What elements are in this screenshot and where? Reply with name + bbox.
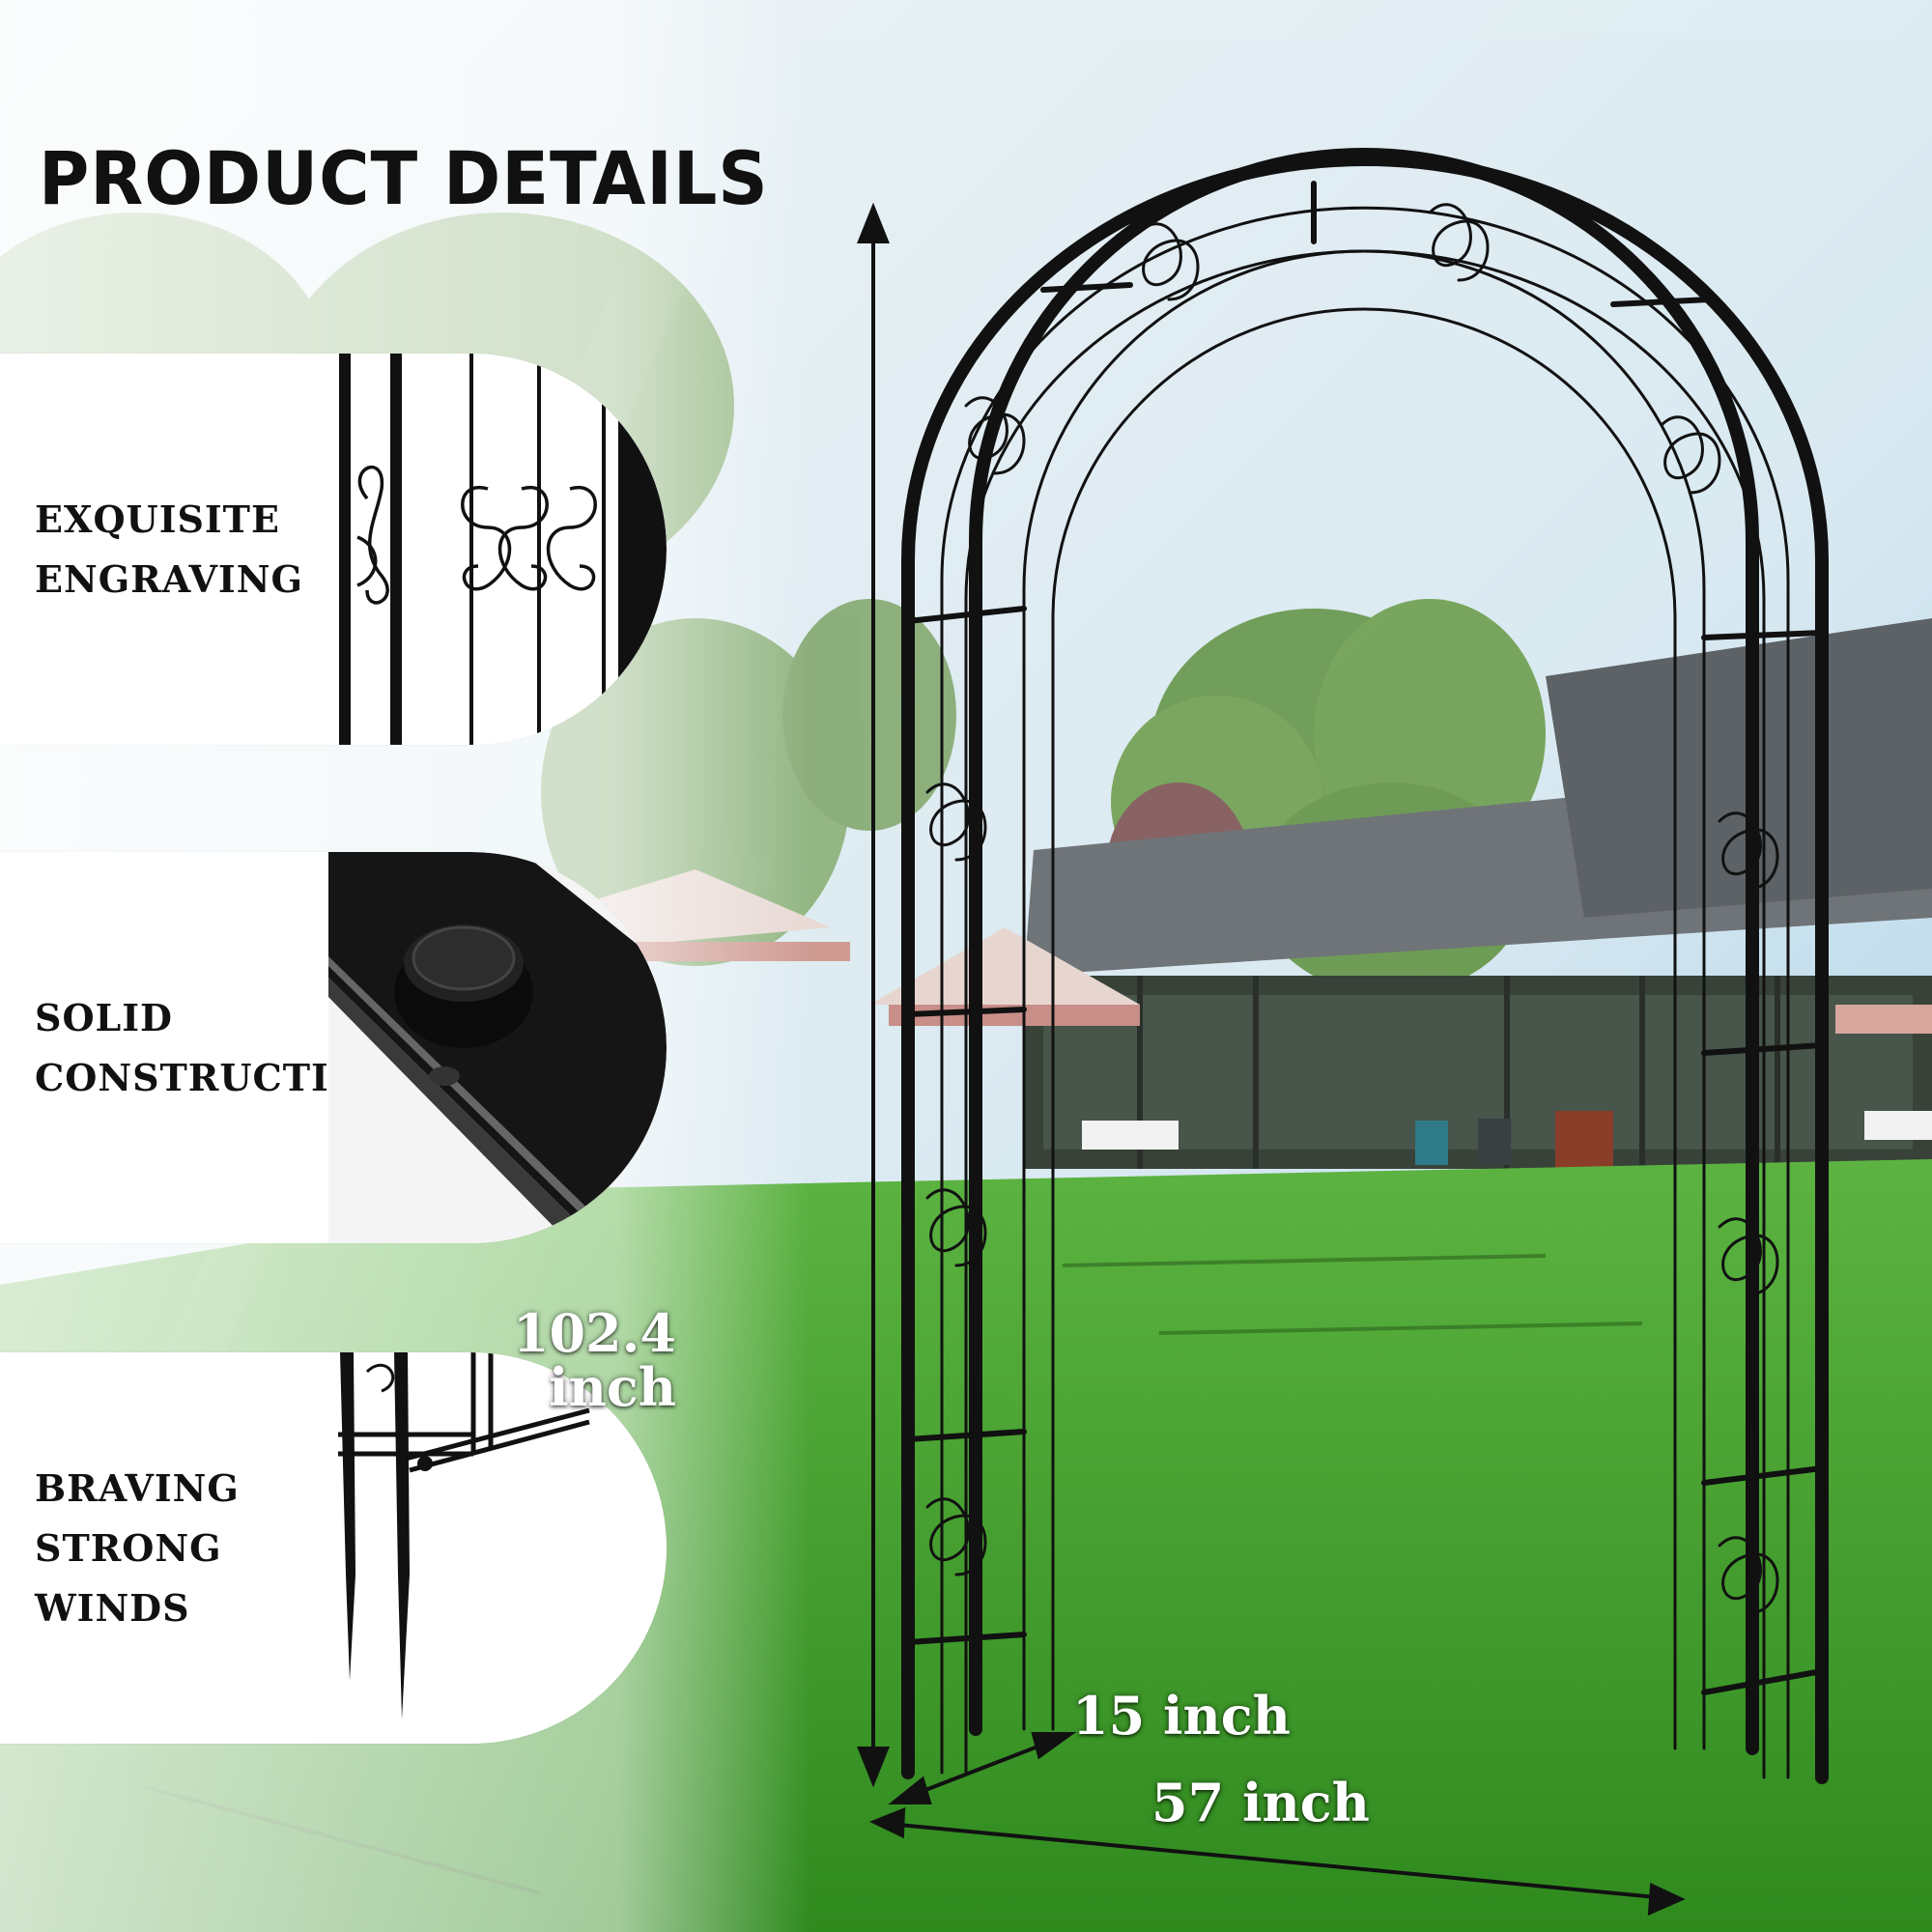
width-dimension-label: 57 inch — [1151, 1772, 1370, 1833]
dimension-arrows — [857, 202, 1686, 1917]
feature-panel-stakes: BRAVING STRONG WINDS — [0, 1352, 667, 1744]
feature-label: EXQUISITE ENGRAVING — [35, 497, 303, 601]
garden-arch — [901, 148, 1829, 1784]
depth-dimension-label: 15 inch — [1072, 1685, 1291, 1747]
ground-stake-closeup-icon — [328, 1352, 667, 1744]
height-dimension-label: 102.4 inch — [512, 1302, 676, 1418]
bolt-closeup-icon — [328, 852, 667, 1243]
feature-panel-construction: SOLID CONSTRUCTION — [0, 852, 667, 1243]
feature-panel-engraving: EXQUISITE ENGRAVING — [0, 354, 667, 745]
feature-label: BRAVING STRONG WINDS — [35, 1465, 240, 1630]
page-title: PRODUCT DETAILS — [39, 135, 769, 221]
